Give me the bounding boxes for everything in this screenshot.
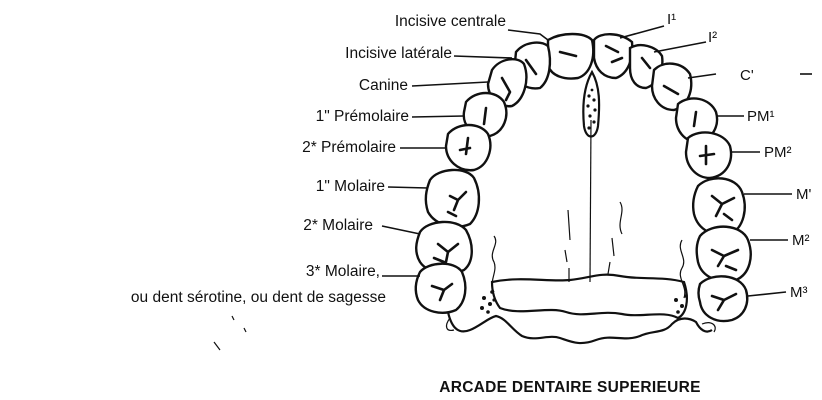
leader-m3 — [748, 292, 786, 296]
label-molaire-1: 1" Molaire — [316, 178, 385, 195]
figure-title: ARCADE DENTAIRE SUPERIEURE — [439, 379, 701, 396]
label-m2: M² — [792, 232, 810, 249]
leader-molaire-2 — [382, 226, 420, 234]
label-canine: Canine — [359, 77, 408, 94]
label-premolaire-2: 2* Prémolaire — [302, 139, 396, 156]
label-incisive-laterale: Incisive latérale — [345, 45, 452, 62]
tooth-incisive-centrale-left — [548, 34, 593, 79]
leader-i1 — [620, 26, 664, 38]
label-m1: M' — [796, 186, 811, 203]
median-raphe — [590, 120, 591, 282]
leader-incisive-centrale — [508, 30, 548, 40]
label-premolaire-1: 1" Prémolaire — [316, 108, 409, 125]
leader-canine — [412, 82, 488, 86]
palatal-rugae-left — [565, 210, 570, 262]
leader-c — [688, 74, 716, 78]
label-molaire-2: 2* Molaire — [303, 217, 373, 234]
label-incisive-centrale: Incisive centrale — [395, 13, 506, 30]
label-i2: I² — [708, 29, 717, 46]
label-m3: M³ — [790, 284, 808, 301]
leader-molaire-1 — [388, 187, 428, 188]
stray-mark — [214, 316, 246, 350]
palatal-rugae-right — [612, 202, 622, 256]
tooth-incisive-centrale-right — [594, 34, 632, 78]
label-molaire-3-detail: ou dent sérotine, ou dent de sagesse — [131, 289, 386, 306]
palatal-mucosa-right — [680, 240, 685, 298]
label-molaire-3: 3* Molaire, — [306, 263, 380, 280]
label-pm1: PM¹ — [747, 108, 775, 125]
leader-premolaire-1 — [412, 116, 464, 117]
leader-i2 — [654, 42, 706, 52]
tooth-molaire-2-right — [697, 227, 751, 282]
label-i1: I¹ — [667, 11, 676, 28]
leader-incisive-laterale — [454, 56, 512, 58]
palatal-mucosa-left — [492, 236, 496, 292]
label-c: C' — [740, 67, 754, 84]
label-pm2: PM² — [764, 144, 792, 161]
